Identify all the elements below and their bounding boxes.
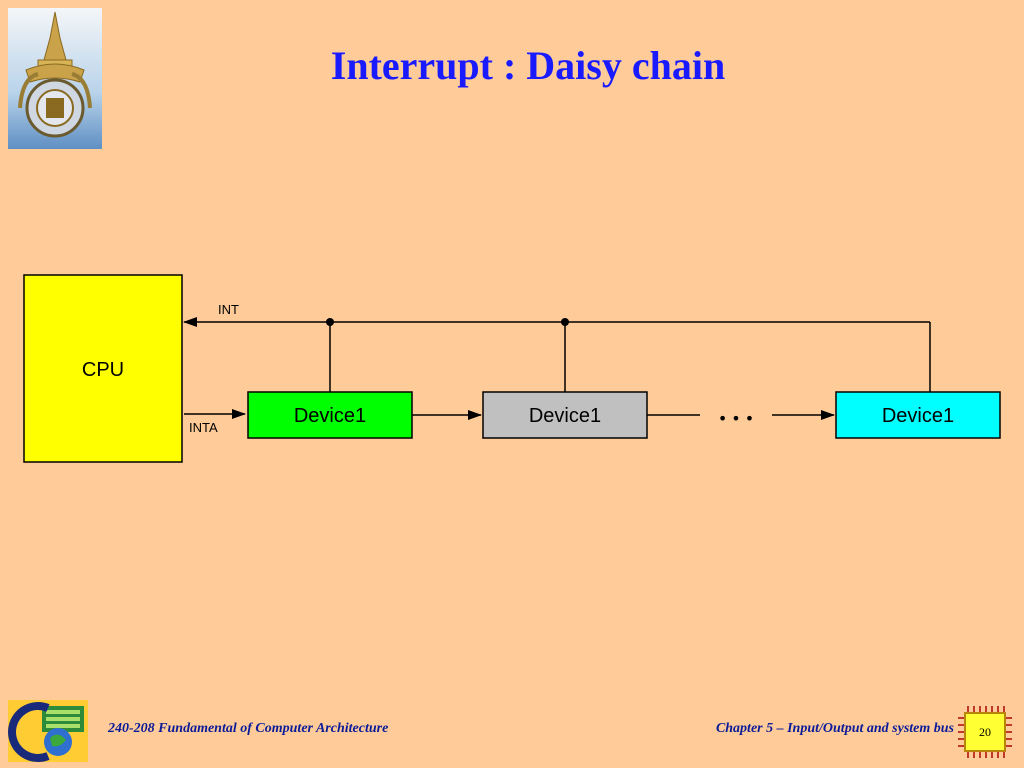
junction-dot-2 [561, 318, 569, 326]
device-label-1: Device1 [294, 405, 366, 427]
footer-course: 240-208 Fundamental of Computer Architec… [108, 721, 388, 737]
cpu-label: CPU [82, 359, 124, 381]
int-label: INT [218, 302, 239, 317]
university-emblem-logo [8, 8, 102, 149]
chip-icon [958, 706, 1012, 758]
device-label-2: Device1 [529, 405, 601, 427]
page-number: 20 [979, 724, 991, 739]
device-box-2 [482, 391, 648, 439]
chain-ellipsis: ••• [718, 409, 758, 428]
device-label-3: Device1 [882, 405, 954, 427]
footer-course-number: 240- [108, 721, 134, 736]
cpu-box [23, 274, 183, 463]
department-logo [8, 700, 88, 762]
inta-label: INTA [189, 420, 218, 435]
footer-chapter: Chapter 5 – Input/Output and system bus [715, 721, 954, 736]
device-box-3 [835, 391, 1001, 439]
footer-course-title: 208 Fundamental of Computer Architecture [133, 721, 389, 736]
slide-title: Interrupt : Daisy chain [330, 43, 726, 88]
junction-dot-1 [326, 318, 334, 326]
